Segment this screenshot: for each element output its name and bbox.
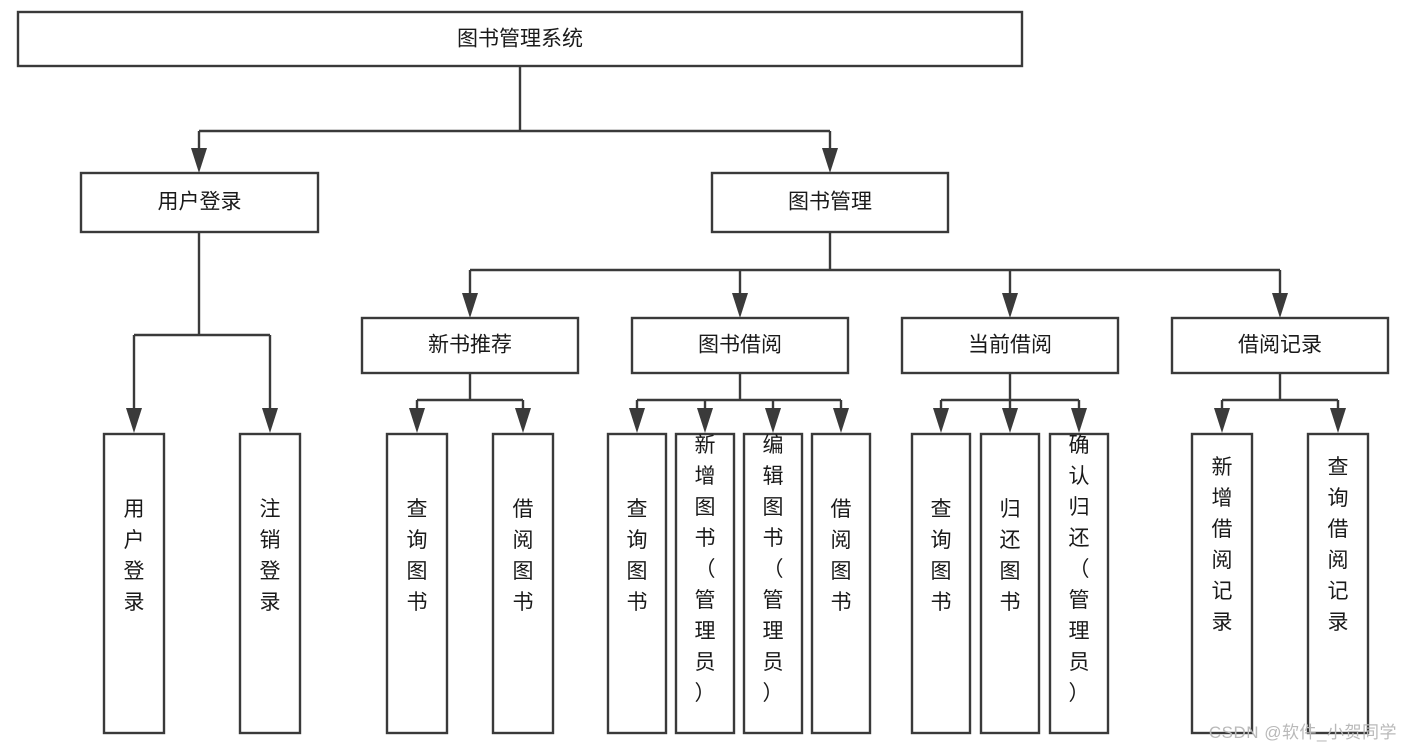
arrow-books-to-recommend-icon [462, 293, 478, 318]
leaf-borrow-1-label: 查询图书 [627, 498, 648, 614]
arrow-user-leaf1-icon [126, 408, 142, 433]
leaf-current-2[interactable]: 归还图书 [979, 432, 1041, 735]
leaf-borrow-3-label: 编辑图书（管理员） [763, 434, 784, 705]
leaf-borrow-4-box[interactable] [810, 432, 872, 735]
node-borrow-record-label: 借阅记录 [1238, 334, 1322, 357]
leaf-record-1-label: 新增借阅记录 [1212, 456, 1233, 634]
leaf-borrow-1-box[interactable] [606, 432, 668, 735]
node-current-borrow-label: 当前借阅 [968, 334, 1052, 357]
node-root-label: 图书管理系统 [457, 28, 583, 51]
leaf-user-login-1[interactable]: 用户登录 [102, 432, 166, 735]
leaf-borrow-2[interactable]: 新增图书（管理员） [674, 432, 736, 735]
arrow-recommend-leaf1-icon [409, 408, 425, 433]
node-book-management-label: 图书管理 [788, 191, 872, 214]
arrow-root-to-user-icon [191, 148, 207, 173]
leaf-user-login-1-box[interactable] [102, 432, 166, 735]
connector-group-current [933, 373, 1087, 433]
arrow-user-leaf2-icon [262, 408, 278, 433]
connector-group-user-login [126, 232, 278, 433]
leaf-recommend-2[interactable]: 借阅图书 [491, 432, 555, 735]
connector-group-book-mgmt [462, 232, 1288, 318]
node-user-login-box[interactable] [79, 171, 320, 234]
arrow-borrow-leaf1-icon [629, 408, 645, 433]
arrow-current-leaf2-icon [1002, 408, 1018, 433]
leaf-current-2-box[interactable] [979, 432, 1041, 735]
leaf-current-1-box[interactable] [910, 432, 972, 735]
node-borrow-record-box[interactable] [1170, 316, 1390, 375]
arrow-books-to-current-icon [1002, 293, 1018, 318]
node-book-borrow-box[interactable] [630, 316, 850, 375]
connector-group-record [1214, 373, 1346, 433]
leaf-current-3-label: 确认归还（管理员） [1069, 434, 1090, 705]
leaf-user-login-2[interactable]: 注销登录 [238, 432, 302, 735]
node-root-box[interactable] [16, 10, 1024, 68]
leaf-user-login-2-box[interactable] [238, 432, 302, 735]
connector-group-recommend [409, 373, 531, 433]
leaf-recommend-2-label: 借阅图书 [513, 498, 534, 614]
node-borrow-record[interactable]: 借阅记录 [1170, 316, 1390, 375]
arrow-record-leaf1-icon [1214, 408, 1230, 433]
node-current-borrow-box[interactable] [900, 316, 1120, 375]
leaf-borrow-3-box[interactable] [742, 432, 804, 735]
leaf-record-1[interactable]: 新增借阅记录 [1190, 432, 1254, 735]
node-current-borrow[interactable]: 当前借阅 [900, 316, 1120, 375]
leaf-current-3[interactable]: 确认归还（管理员） [1048, 432, 1110, 735]
node-book-borrow-label: 图书借阅 [698, 334, 782, 357]
leaf-user-login-2-label: 注销登录 [260, 498, 281, 614]
arrow-record-leaf2-icon [1330, 408, 1346, 433]
leaf-recommend-1-box[interactable] [385, 432, 449, 735]
leaf-borrow-4-label: 借阅图书 [831, 498, 852, 614]
node-book-borrow[interactable]: 图书借阅 [630, 316, 850, 375]
leaf-user-login-1-label: 用户登录 [124, 498, 145, 614]
arrow-current-leaf1-icon [933, 408, 949, 433]
leaf-recommend-1[interactable]: 查询图书 [385, 432, 449, 735]
node-root[interactable]: 图书管理系统 [16, 10, 1024, 68]
arrow-root-to-books-icon [822, 148, 838, 173]
leaf-record-2[interactable]: 查询借阅记录 [1306, 432, 1370, 735]
connector-group-borrow [629, 373, 849, 433]
leaf-current-2-label: 归还图书 [1000, 498, 1021, 614]
arrow-current-leaf3-icon [1071, 408, 1087, 433]
node-new-book-recommend[interactable]: 新书推荐 [360, 316, 580, 375]
leaf-borrow-2-box[interactable] [674, 432, 736, 735]
node-user-login-label: 用户登录 [158, 191, 242, 214]
arrow-borrow-leaf3-icon [765, 408, 781, 433]
connector-group-root [191, 66, 838, 173]
leaf-record-1-box[interactable] [1190, 432, 1254, 735]
node-new-book-recommend-box[interactable] [360, 316, 580, 375]
arrow-books-to-record-icon [1272, 293, 1288, 318]
leaf-current-3-box[interactable] [1048, 432, 1110, 735]
leaf-borrow-3[interactable]: 编辑图书（管理员） [742, 432, 804, 735]
node-book-management-box[interactable] [710, 171, 950, 234]
leaf-borrow-1[interactable]: 查询图书 [606, 432, 668, 735]
leaf-current-1[interactable]: 查询图书 [910, 432, 972, 735]
node-user-login[interactable]: 用户登录 [79, 171, 320, 234]
arrow-borrow-leaf2-icon [697, 408, 713, 433]
leaf-record-2-label: 查询借阅记录 [1328, 456, 1349, 634]
leaf-borrow-2-label: 新增图书（管理员） [695, 434, 716, 705]
leaf-record-2-box[interactable] [1306, 432, 1370, 735]
node-new-book-recommend-label: 新书推荐 [428, 334, 512, 357]
leaf-recommend-1-label: 查询图书 [407, 498, 428, 614]
leaf-recommend-2-box[interactable] [491, 432, 555, 735]
leaf-current-1-label: 查询图书 [931, 498, 952, 614]
arrow-books-to-borrow-icon [732, 293, 748, 318]
arrow-borrow-leaf4-icon [833, 408, 849, 433]
node-book-management[interactable]: 图书管理 [710, 171, 950, 234]
arrow-recommend-leaf2-icon [515, 408, 531, 433]
leaf-borrow-4[interactable]: 借阅图书 [810, 432, 872, 735]
